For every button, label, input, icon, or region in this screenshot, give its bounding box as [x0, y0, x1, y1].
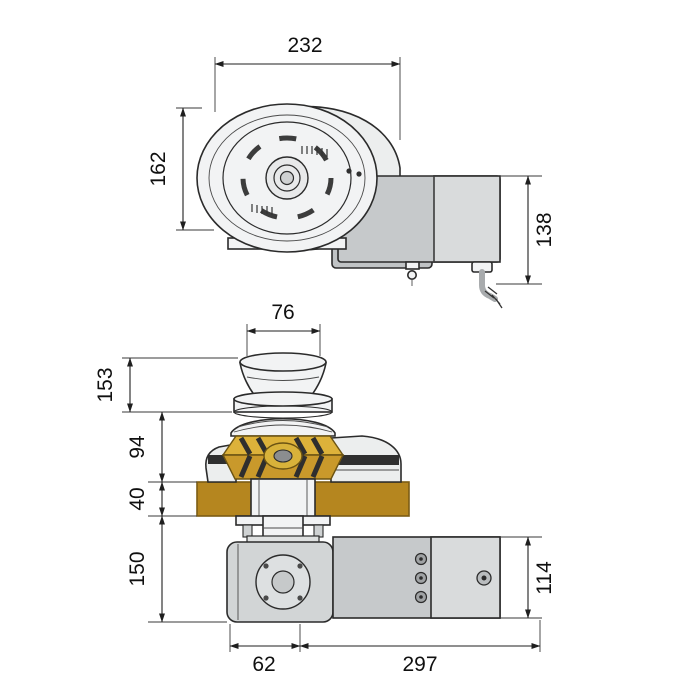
- dim-label-40: 40: [126, 487, 149, 510]
- dim-drum-width: 76: [246, 301, 321, 356]
- dim-below-deck-height: 150: [126, 515, 227, 623]
- gypsy-wheel: [221, 435, 345, 480]
- cover-screws: [346, 168, 362, 177]
- dim-gypsy-height: 94: [126, 411, 197, 483]
- dim-deck-thickness: 40: [126, 481, 197, 517]
- vent-slots-top: [301, 146, 328, 157]
- side-motor-cap: [433, 175, 501, 263]
- front-motor: [332, 536, 501, 619]
- motor-cap-plug-center: [481, 575, 487, 581]
- dim-label-153: 153: [94, 367, 117, 402]
- front-view: 76 153 94 40 150: [94, 301, 556, 676]
- slot-ring: [240, 135, 334, 221]
- dim-label-150: 150: [126, 551, 149, 586]
- dim-label-162: 162: [147, 151, 170, 186]
- gearbox-bolts: [263, 563, 303, 601]
- dim-label-232: 232: [287, 34, 322, 57]
- side-connector: [405, 261, 420, 286]
- chainpipe: [250, 478, 316, 520]
- dim-label-62: 62: [252, 653, 275, 676]
- right-cover: [330, 435, 402, 483]
- dim-motor-height-side: 138: [496, 175, 556, 285]
- dim-label-114: 114: [533, 561, 556, 595]
- gypsy-dome: [230, 417, 336, 437]
- capstan-drum: [233, 352, 333, 419]
- dim-bottom-widths: 62 297: [229, 620, 541, 676]
- chain-cover-oval: [196, 103, 378, 253]
- dim-body-height: 162: [147, 107, 214, 231]
- dim-label-138: 138: [533, 212, 556, 247]
- dim-label-94: 94: [126, 435, 149, 459]
- motor-terminals: [414, 552, 428, 604]
- cable-gland: [471, 261, 503, 309]
- vent-slots-bottom: [251, 204, 273, 215]
- dim-motor-height-front: 114: [500, 536, 556, 619]
- below-deck-assembly: [235, 515, 331, 545]
- dim-above-deck-height: 153: [94, 357, 238, 413]
- gearbox: [226, 541, 334, 623]
- dim-label-297: 297: [402, 653, 437, 676]
- side-view: 232 162 138: [147, 34, 556, 309]
- hub: [265, 156, 309, 200]
- dim-label-76: 76: [271, 301, 294, 324]
- gypsy-hub-center: [273, 449, 293, 463]
- dim-overall-width: 232: [214, 34, 401, 140]
